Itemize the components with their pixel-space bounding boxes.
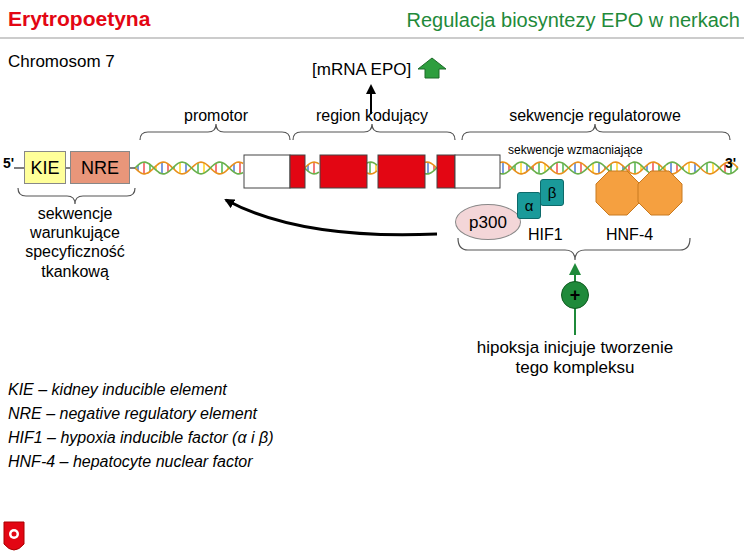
tissue-bracket <box>18 188 135 204</box>
hif1-beta: β <box>540 179 564 206</box>
abbreviation: NRE – negative regulatory element <box>8 404 257 423</box>
exon-box <box>378 155 425 188</box>
node-text: α <box>525 198 534 213</box>
activation-arrow <box>226 200 437 235</box>
strand-end: 3' <box>725 155 736 172</box>
regulatory-bracket <box>462 124 730 140</box>
abbreviation: HIF1 – hypoxia inducible factor (α i β) <box>8 428 273 447</box>
complex-bracket <box>458 238 690 260</box>
header-rule <box>0 38 744 39</box>
promoter-bracket <box>140 124 290 140</box>
region-label: sekwencje regulatorowe <box>485 106 705 125</box>
title: Erytropoetyna <box>8 6 150 31</box>
abbreviation: HNF-4 – hepatocyte nuclear factor <box>8 452 253 471</box>
logo <box>4 522 24 550</box>
exon-box <box>437 155 455 188</box>
tissue-label: sekwencje warunkujące specyficzność tkan… <box>12 204 138 281</box>
node-text: NRE <box>81 159 119 177</box>
utr-box <box>244 155 290 188</box>
hypoxia-note: hipoksja inicjuje tworzenie tego komplek… <box>470 338 680 379</box>
hif1-alpha: α <box>517 192 541 219</box>
node-text: β <box>548 185 557 200</box>
subtitle: Regulacja biosyntezy EPO w nerkach <box>310 8 740 32</box>
kie-box: KIE <box>24 151 66 184</box>
strand-end: 5' <box>3 155 14 172</box>
p300-ellipse: p300 <box>455 204 521 240</box>
node-text: p300 <box>469 214 507 231</box>
exon-box <box>320 155 367 188</box>
protein-label: HIF1 <box>528 225 563 244</box>
coding-bracket <box>293 124 455 140</box>
utr-box <box>455 155 500 188</box>
abbreviation: KIE – kidney inducible element <box>8 380 227 399</box>
plus-circle: + <box>561 281 589 309</box>
region-label: promotor <box>156 106 276 125</box>
mrna-label: [mRNA EPO] <box>312 60 411 80</box>
increase-arrow <box>418 58 446 78</box>
node-text: + <box>570 286 581 304</box>
node-text: KIE <box>30 159 59 177</box>
nre-box: NRE <box>70 151 130 184</box>
enhancer-label: sekwencje wzmacniające <box>506 143 645 157</box>
hnf4-octagon <box>638 171 682 215</box>
exon-box <box>290 155 305 188</box>
region-label: region kodujący <box>302 106 442 125</box>
protein-label: HNF-4 <box>606 225 653 244</box>
chromosome-label: Chromosom 7 <box>8 52 115 72</box>
hnf4-octagon <box>596 171 640 215</box>
